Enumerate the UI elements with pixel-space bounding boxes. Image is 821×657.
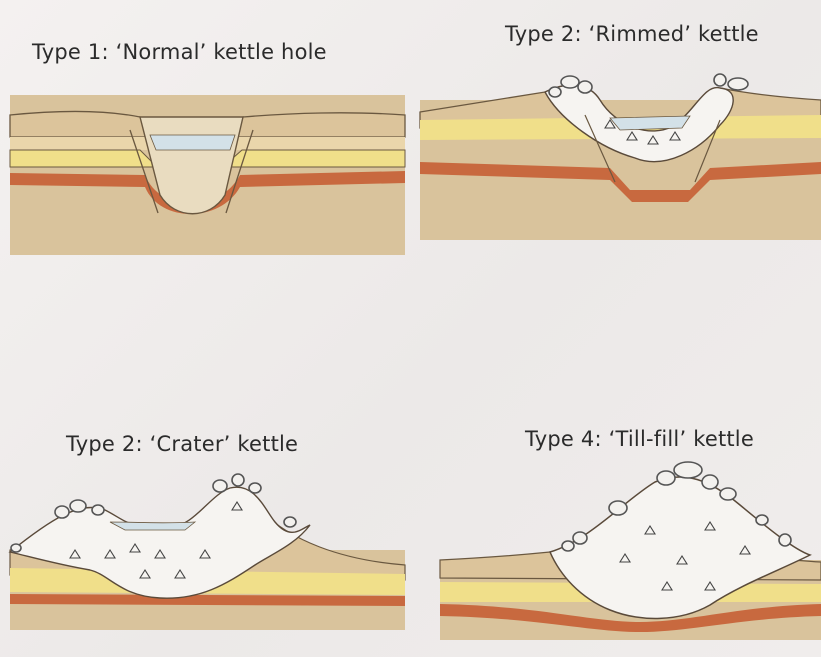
boulder [578, 81, 592, 93]
diagram-crater-kettle [10, 470, 405, 630]
boulder [728, 78, 748, 90]
panel-title-till-fill: Type 4: ‘Till-fill’ kettle [525, 427, 754, 451]
panel-title-rimmed: Type 2: ‘Rimmed’ kettle [505, 22, 759, 46]
water-pool [610, 116, 690, 130]
diagram-normal-kettle [10, 95, 405, 255]
boulder [562, 541, 574, 551]
boulder [232, 474, 244, 486]
panel-title-crater: Type 2: ‘Crater’ kettle [66, 432, 298, 456]
panel-title-normal: Type 1: ‘Normal’ kettle hole [32, 40, 327, 64]
boulder [756, 515, 768, 525]
boulder [702, 475, 718, 489]
boulder [249, 483, 261, 493]
diagram-rimmed-kettle [420, 70, 821, 240]
water-pool [110, 522, 195, 530]
boulder [561, 76, 579, 88]
boulder [609, 501, 627, 515]
boulder [92, 505, 104, 515]
boulder [55, 506, 69, 518]
boulder [714, 74, 726, 86]
boulder [674, 462, 702, 478]
water-pool [150, 135, 235, 150]
boulder [720, 488, 736, 500]
boulder [657, 471, 675, 485]
diagram-till-fill-kettle [440, 460, 821, 640]
boulder [70, 500, 86, 512]
boulder [284, 517, 296, 527]
boulder [213, 480, 227, 492]
boulder [11, 544, 21, 552]
red-layer [10, 594, 405, 606]
boulder [573, 532, 587, 544]
boulder [549, 87, 561, 97]
boulder [779, 534, 791, 546]
